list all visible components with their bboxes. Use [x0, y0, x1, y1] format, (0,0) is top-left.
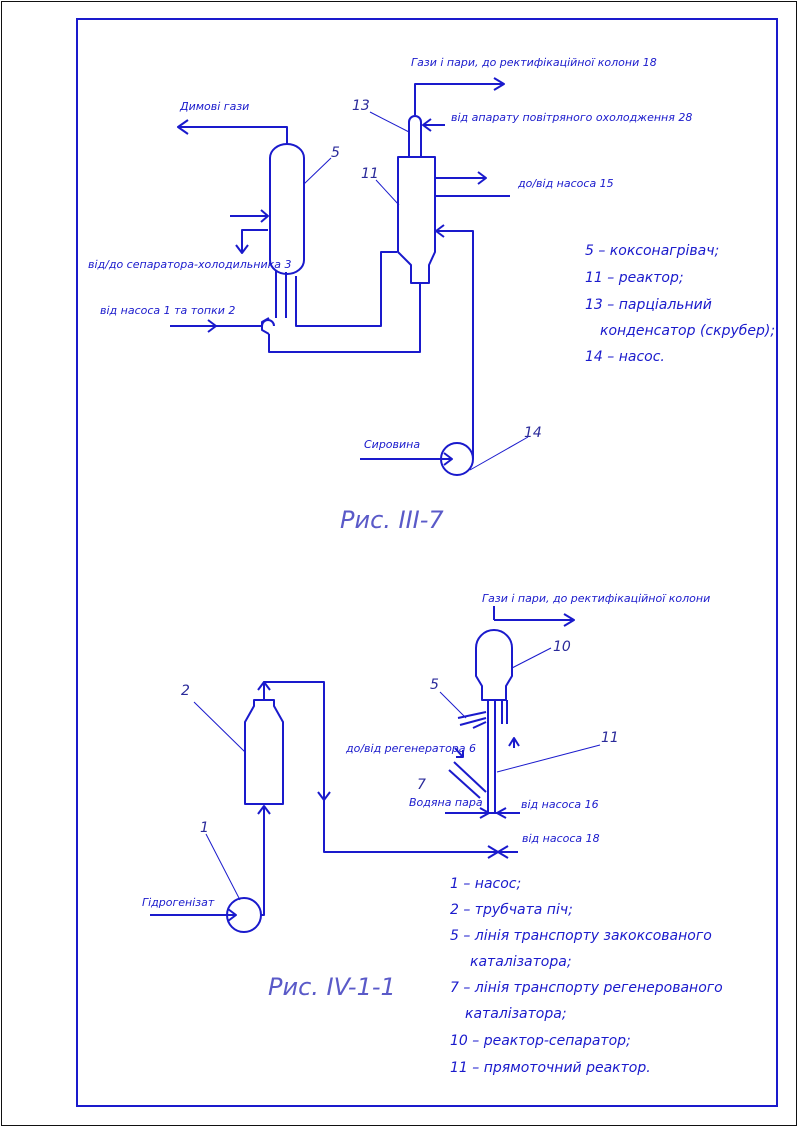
legend-item: 2 – трубчата піч; — [450, 902, 573, 918]
line-5 — [457, 711, 487, 729]
label-regenerator-6: до/від регенератора 6 — [345, 742, 476, 755]
number-5b: 5 — [430, 677, 439, 693]
number-11: 11 — [361, 166, 379, 182]
caption-fig2: Рис. IV-1-1 — [268, 973, 396, 1001]
reactor-11 — [397, 156, 436, 284]
leader-14 — [469, 436, 529, 471]
furnace-2 — [244, 681, 518, 859]
caption-fig1: Рис. III-7 — [340, 506, 444, 534]
leader-5b — [439, 691, 467, 719]
label-separator-3: від/до сепаратора-холодильника 3 — [88, 258, 291, 271]
legend-item: 11 – прямоточний реактор. — [450, 1060, 651, 1076]
pump-1 — [150, 805, 271, 933]
legend-fig1: 5 – коксонагрівач; 11 – реактор; 13 – па… — [585, 243, 775, 365]
number-5: 5 — [331, 145, 340, 161]
label-steam: Водяна пара — [409, 796, 483, 809]
legend-item: 5 – лінія транспорту закоксованого — [450, 928, 712, 944]
label-gases-top-2: Гази і пари, до ректифікаційної колони — [482, 592, 710, 605]
coke-heater-5 — [269, 143, 305, 318]
label-gases-top-1: Гази і пари, до ректифікаційної колони 1… — [411, 56, 657, 69]
leader-11b — [496, 744, 601, 773]
leader-11 — [375, 179, 400, 206]
number-11b: 11 — [601, 730, 619, 746]
number-14: 14 — [524, 425, 542, 441]
legend-fig2: 1 – насос; 2 – трубчата піч; 5 – лінія т… — [450, 876, 723, 1076]
number-13: 13 — [352, 98, 370, 114]
leader-1 — [205, 833, 241, 901]
label-raw: Сировина — [364, 438, 420, 451]
legend-item: каталізатора; — [465, 1006, 567, 1022]
flue-gases-line — [177, 119, 288, 145]
label-pump-18: від насоса 18 — [522, 832, 600, 845]
label-pump-15: до/від насоса 15 — [517, 177, 614, 190]
number-10: 10 — [553, 639, 571, 655]
leader-2 — [193, 701, 246, 753]
scrubber-13 — [408, 77, 505, 157]
legend-item: 10 – реактор-сепаратор; — [450, 1033, 631, 1049]
legend-item: 5 – коксонагрівач; — [585, 243, 719, 259]
label-hydrogenate: Гідрогенізат — [142, 896, 215, 909]
legend-item: каталізатора; — [470, 954, 572, 970]
line-7 — [448, 747, 487, 799]
figure-iv-1-1: Гази і пари, до ректифікаційної колони д… — [142, 592, 723, 1076]
label-air-cooler: від апарату повітряного охолодження 28 — [451, 111, 692, 124]
riser-11 — [487, 700, 520, 812]
legend-item: 7 – лінія транспорту регенерованого — [450, 980, 723, 996]
figure-iii-7: Гази і пари, до ректифікаційної колони 1… — [88, 56, 775, 534]
steam-pump16-line — [445, 807, 520, 819]
reactor-separator-10 — [475, 606, 575, 701]
legend-item: 14 – насос. — [585, 349, 665, 365]
leader-5 — [303, 157, 332, 185]
legend-item: 13 – парціальний — [585, 297, 712, 313]
number-7: 7 — [417, 777, 426, 793]
separator-3-lines — [230, 209, 269, 254]
label-flue-gases: Димові гази — [179, 100, 249, 113]
legend-item: конденсатор (скрубер); — [600, 323, 775, 339]
legend-item: 11 – реактор; — [585, 270, 684, 286]
pump-14 — [435, 224, 474, 476]
leader-13 — [369, 111, 410, 133]
pump-15-lines — [436, 171, 510, 197]
label-pump-16: від насоса 16 — [521, 798, 599, 811]
drawing-frame — [76, 18, 778, 1107]
raw-feed-line — [360, 452, 453, 466]
legend-item: 1 – насос; — [450, 876, 521, 892]
label-pump1-furnace2: від насоса 1 та топки 2 — [100, 304, 235, 317]
leader-10 — [511, 647, 552, 669]
number-1: 1 — [200, 820, 209, 836]
number-2: 2 — [181, 683, 190, 699]
pump1-furnace2-line — [170, 251, 421, 353]
